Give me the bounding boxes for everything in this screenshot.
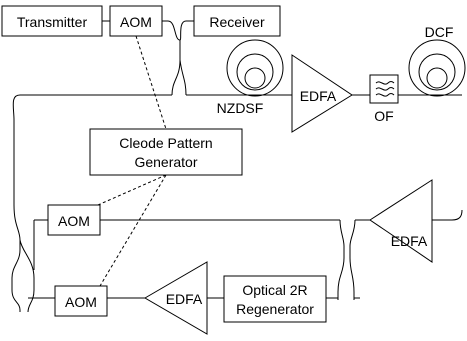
top-coupler-fibers — [171, 40, 187, 96]
regen-label-line1: Optical 2R — [242, 282, 307, 298]
aom-bottom-block: AOM — [54, 285, 108, 317]
aom-middle-label: AOM — [58, 213, 90, 229]
regen-label-line2: Regenerator — [236, 301, 314, 317]
cleode-label-line2: Generator — [134, 154, 197, 170]
edfa-upper-label: EDFA — [300, 88, 337, 104]
receiver-fiber — [179, 20, 194, 41]
edfa-right-amplifier: EDFA — [369, 179, 433, 263]
edfa-right-label: EDFA — [391, 233, 428, 249]
of-label: OF — [374, 108, 393, 124]
right-coupler-fibers — [337, 219, 356, 300]
loop-left-fiber — [12, 94, 21, 241]
edfa-right-to-dcf-fiber — [432, 209, 463, 221]
aom-to-coupler-fiber — [162, 20, 181, 41]
receiver-block: Receiver — [193, 5, 281, 37]
cleode-label-line1: Cleode Pattern — [119, 135, 212, 151]
optical-filter-icon — [369, 74, 399, 104]
edfa-bottom-label: EDFA — [166, 291, 203, 307]
edfa-upper-amplifier: EDFA — [291, 54, 353, 133]
receiver-label: Receiver — [209, 14, 265, 30]
dcf-spool-icon — [408, 39, 466, 97]
aom-middle-block: AOM — [47, 204, 101, 236]
control-line-bottom-aom — [99, 174, 167, 287]
aom-middle-fiber — [33, 219, 48, 270]
control-line-top-aom — [135, 35, 167, 130]
aom-bottom-label: AOM — [65, 294, 97, 310]
transmitter-label: Transmitter — [17, 14, 88, 30]
loop-left-inner-fiber — [11, 239, 35, 313]
cleode-pattern-generator-block: Cleode Pattern Generator — [89, 128, 243, 176]
nzdsf-spool-icon — [226, 39, 284, 97]
edfa-bottom-amplifier: EDFA — [144, 261, 208, 335]
aom-top-label: AOM — [120, 14, 152, 30]
transmitter-block: Transmitter — [1, 5, 103, 37]
nzdsf-label: NZDSF — [217, 100, 264, 116]
dcf-label: DCF — [425, 24, 454, 40]
aom-top-block: AOM — [109, 5, 163, 37]
control-line-middle-aom — [97, 174, 167, 206]
optical-2r-regenerator-block: Optical 2R Regenerator — [223, 275, 327, 323]
